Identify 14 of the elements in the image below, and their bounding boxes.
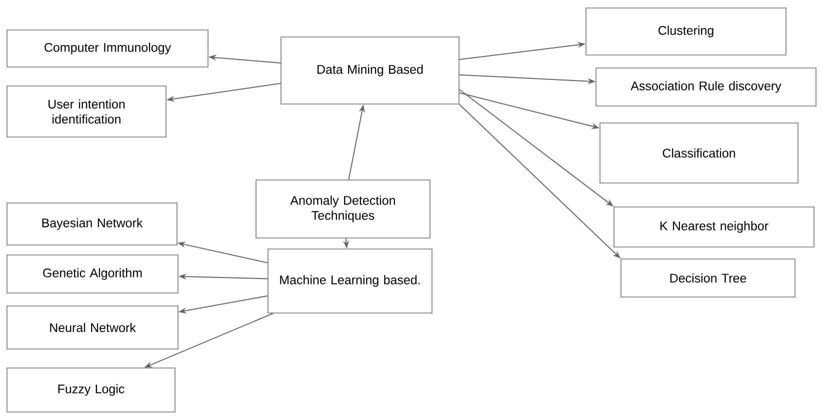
process-box: User intention identification: [6, 86, 166, 138]
process-box: Computer Immunology: [6, 30, 208, 68]
process-box: K Nearest neighbor: [614, 206, 814, 248]
process-box: Anomaly Detection Techniques: [256, 180, 430, 238]
process-box: Bayesian Network: [6, 202, 178, 246]
process-box: Decision Tree: [620, 258, 796, 298]
process-box: Clustering: [586, 8, 786, 56]
process-box: Association Rule discovery: [596, 68, 816, 106]
process-box: Genetic Algorithm: [6, 254, 178, 294]
process-box: Classification: [600, 122, 798, 184]
process-box: Data Mining Based: [280, 36, 460, 104]
process-box: Neural Network: [6, 306, 178, 350]
process-box: Machine Learning based.: [268, 248, 432, 314]
process-box: Fuzzy Logic: [6, 368, 176, 412]
